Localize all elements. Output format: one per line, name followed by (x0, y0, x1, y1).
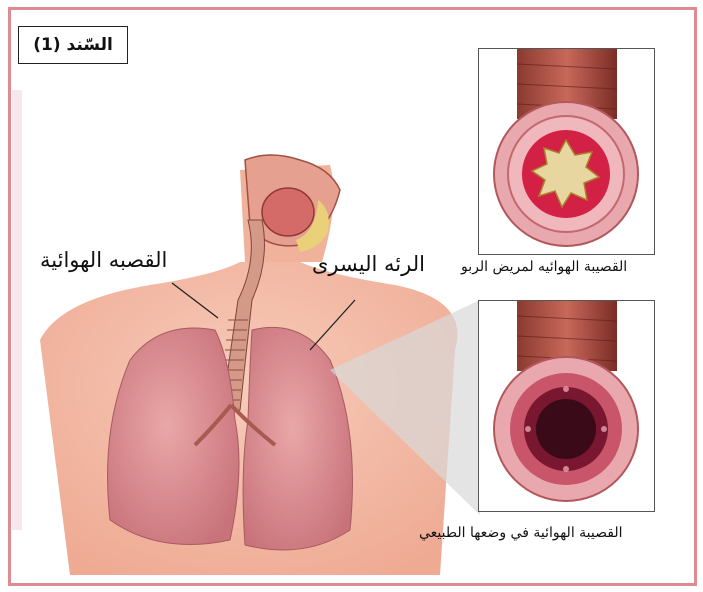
normal-bronchiole-inset (478, 300, 655, 512)
trachea-label: القصبه الهوائية (40, 248, 167, 272)
asthma-bronchiole-drawing (479, 49, 654, 254)
normal-bronchiole-drawing (479, 301, 654, 511)
asthma-bronchiole-inset (478, 48, 655, 255)
asthma-bronchiole-label: القصيبة الهوائيه لمريض الربو (461, 259, 627, 275)
document-tag: السّند (1) (18, 26, 128, 64)
normal-bronchiole-label: القصيبة الهوائية في وضعها الطبيعي (419, 525, 623, 541)
left-lung-label: الرئه اليسرى (312, 252, 425, 276)
tongue (262, 188, 314, 236)
side-decor (12, 90, 22, 530)
